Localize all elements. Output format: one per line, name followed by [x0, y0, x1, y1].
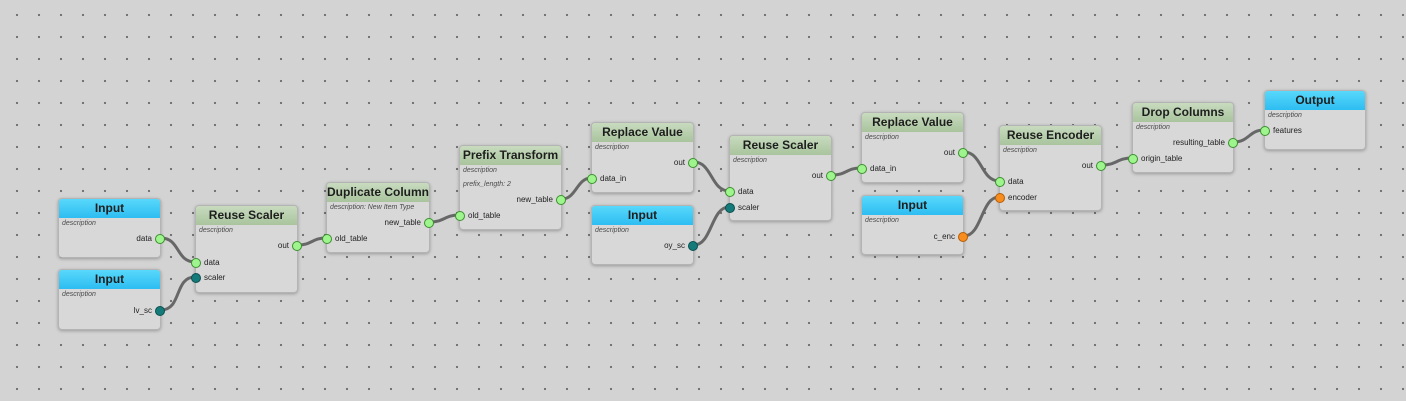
- input-port-label: old_table: [468, 211, 501, 220]
- input-port-scaler[interactable]: [191, 273, 201, 283]
- output-port-label: new_table: [516, 195, 553, 204]
- node-description: description: [595, 144, 629, 151]
- output-port-label: lv_sc: [133, 306, 152, 315]
- node-description: description: [1268, 112, 1302, 119]
- input-port-label: data: [1008, 177, 1024, 186]
- input-node-lv-sc[interactable]: Input description lv_sc: [58, 269, 165, 330]
- input-node-c-enc[interactable]: Input description c_enc: [861, 195, 968, 255]
- node-title: Input: [59, 199, 160, 218]
- node-title: Replace Value: [592, 123, 693, 142]
- wire-input2-reuse-scaler1: [159, 275, 197, 312]
- prefix-transform-node[interactable]: Prefix Transform description prefix_leng…: [455, 145, 566, 230]
- node-description: description: [463, 167, 497, 174]
- node-description: description: [62, 291, 96, 298]
- node-description: description: [62, 220, 96, 227]
- input-port-encoder[interactable]: [995, 193, 1005, 203]
- node-title: Prefix Transform: [460, 146, 561, 165]
- replace-value-node[interactable]: Replace Value description out data_in: [857, 112, 968, 183]
- wire-input4-reuse-encoder: [962, 195, 1001, 238]
- reuse-scaler-node[interactable]: Reuse Scaler description out data scaler: [725, 135, 836, 221]
- node-title: Reuse Scaler: [730, 136, 831, 155]
- node-description: description: [1136, 124, 1170, 131]
- output-port-out[interactable]: [688, 158, 698, 168]
- input-port-label: origin_table: [1141, 154, 1183, 163]
- output-port-label: new_table: [384, 218, 421, 227]
- reuse-scaler-node[interactable]: Reuse Scaler description out data scaler: [191, 205, 302, 293]
- input-port-data-in[interactable]: [587, 174, 597, 184]
- input-node-data[interactable]: Input description data: [58, 198, 165, 258]
- node-title: Drop Columns: [1133, 103, 1233, 122]
- input-port-label: data: [204, 258, 220, 267]
- input-port-label: old_table: [335, 234, 368, 243]
- wire-input1-reuse-scaler1: [159, 236, 197, 264]
- output-port-out[interactable]: [958, 148, 968, 158]
- reuse-encoder-node[interactable]: Reuse Encoder description out data encod…: [995, 125, 1106, 211]
- input-port-old-table[interactable]: [322, 234, 332, 244]
- output-port-label: oy_sc: [664, 241, 685, 250]
- output-port-c-enc[interactable]: [958, 232, 968, 242]
- input-port-label: data_in: [600, 174, 627, 183]
- output-port-oy-sc[interactable]: [688, 241, 698, 251]
- input-port-label: features: [1273, 126, 1302, 135]
- output-port-resulting-table[interactable]: [1228, 138, 1238, 148]
- output-port-new-table[interactable]: [556, 195, 566, 205]
- node-title: Input: [592, 206, 693, 225]
- output-port-out[interactable]: [826, 171, 836, 181]
- output-port-lv-sc[interactable]: [155, 306, 165, 316]
- input-port-data[interactable]: [191, 258, 201, 268]
- output-node[interactable]: Output description features: [1260, 90, 1366, 150]
- output-port-out[interactable]: [292, 241, 302, 251]
- input-port-features[interactable]: [1260, 126, 1270, 136]
- node-description: description: [733, 157, 767, 164]
- input-port-origin-table[interactable]: [1128, 154, 1138, 164]
- node-description: description: [865, 134, 899, 141]
- replace-value-node[interactable]: Replace Value description out data_in: [587, 122, 698, 193]
- input-port-data[interactable]: [725, 187, 735, 197]
- input-port-old-table[interactable]: [455, 211, 465, 221]
- duplicate-column-node[interactable]: Duplicate Column description: New Item T…: [322, 182, 434, 253]
- node-title: Input: [862, 196, 963, 215]
- node-title: Reuse Scaler: [196, 206, 297, 225]
- input-port-label: data: [738, 187, 754, 196]
- output-port-new-table[interactable]: [424, 218, 434, 228]
- node-title: Replace Value: [862, 113, 963, 132]
- node-description: description: [1003, 147, 1037, 154]
- node-title: Duplicate Column: [327, 183, 429, 202]
- drop-columns-node[interactable]: Drop Columns description resulting_table…: [1128, 102, 1238, 173]
- node-description: description: New Item Type: [330, 204, 415, 211]
- node-description: description: [595, 227, 629, 234]
- output-port-label: out: [811, 171, 823, 180]
- wire-input3-reuse-scaler2: [692, 205, 731, 247]
- node-description: description: [865, 217, 899, 224]
- wire-replace1-reuse-scaler2: [692, 160, 731, 193]
- input-port-data[interactable]: [995, 177, 1005, 187]
- output-port-label: c_enc: [933, 232, 955, 241]
- wire-replace2-reuse-encoder: [962, 150, 1001, 183]
- input-port-label: scaler: [738, 203, 760, 212]
- output-port-label: out: [673, 158, 685, 167]
- output-port-label: resulting_table: [1172, 138, 1225, 147]
- output-port-label: data: [136, 234, 152, 243]
- input-node-oy-sc[interactable]: Input description oy_sc: [591, 205, 698, 265]
- output-port-label: out: [277, 241, 289, 250]
- output-port-out[interactable]: [1096, 161, 1106, 171]
- input-port-label: data_in: [870, 164, 897, 173]
- input-port-scaler[interactable]: [725, 203, 735, 213]
- node-parameter: prefix_length: 2: [463, 181, 511, 188]
- node-title: Output: [1265, 91, 1365, 110]
- input-port-label: scaler: [204, 273, 226, 282]
- node-title: Reuse Encoder: [1000, 126, 1101, 145]
- output-port-data[interactable]: [155, 234, 165, 244]
- node-description: description: [199, 227, 233, 234]
- output-port-label: out: [943, 148, 955, 157]
- node-title: Input: [59, 270, 160, 289]
- input-port-label: encoder: [1008, 193, 1037, 202]
- output-port-label: out: [1081, 161, 1093, 170]
- input-port-data-in[interactable]: [857, 164, 867, 174]
